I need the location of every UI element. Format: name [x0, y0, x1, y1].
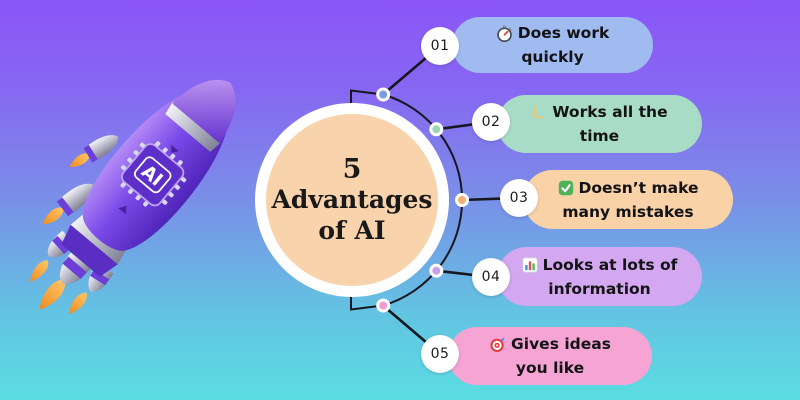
check-icon: [558, 180, 574, 196]
title-line-1: Advantages: [271, 185, 433, 215]
number-badge-1: 01: [421, 27, 459, 65]
number-badge-4: 04: [472, 258, 510, 296]
pill-3-line-1: Doesn’t make: [578, 178, 699, 197]
rocket-marker-bottom: [118, 205, 127, 215]
pill-4-line-1: Looks at lots of: [542, 255, 678, 274]
target-icon: [489, 336, 506, 353]
number-label-5: 05: [430, 346, 450, 362]
number-badge-2: 02: [472, 103, 510, 141]
rocket-side-pod: [42, 183, 94, 225]
pill-1-line-1: Does work: [517, 24, 610, 42]
stopwatch-icon: [496, 24, 513, 42]
bar-chart-icon: [522, 256, 538, 273]
title-line-2: of AI: [318, 215, 386, 245]
rocket-ai-chip: AI: [120, 141, 187, 207]
advantage-pill-2: Works all the time: [497, 95, 702, 153]
title-circle: 5 Advantages of AI: [255, 103, 449, 297]
advantage-pill-5: Gives ideas you like: [448, 327, 652, 385]
pill-5-line-1: Gives ideas: [511, 335, 611, 353]
pill-4-line-2: information: [548, 279, 651, 298]
rocket-flames: [29, 260, 87, 315]
number-label-1: 01: [430, 38, 450, 54]
pill-5-line-2: you like: [515, 359, 585, 377]
advantage-pill-4: Looks at lots of information: [497, 247, 702, 306]
pill-2-line-1: Works all the: [552, 103, 668, 121]
moon-icon: [531, 104, 547, 120]
number-badge-3: 03: [500, 179, 538, 217]
arc-dot-1: [376, 87, 391, 102]
rocket-collar: [165, 101, 221, 152]
arc-dot-3: [455, 193, 469, 207]
rocket-marker-top: [171, 144, 179, 153]
rocket-side-pod: [69, 135, 119, 167]
advantage-pill-1: Does work quickly: [452, 17, 653, 73]
advantage-pill-3: Doesn’t make many mistakes: [523, 170, 733, 229]
arc-dot-5: [376, 298, 391, 313]
pill-2-line-2: time: [579, 127, 620, 145]
rocket-skirt: [61, 224, 118, 277]
pill-1-line-2: quickly: [521, 48, 584, 66]
number-badge-5: 05: [421, 335, 459, 373]
title-count: 5: [342, 153, 362, 185]
number-label-4: 04: [481, 269, 501, 285]
number-label-3: 03: [509, 190, 529, 206]
rocket-nose: [172, 79, 236, 144]
arc-dot-2: [429, 122, 444, 137]
rocket-lower-band: [70, 214, 126, 265]
arc-dot-4: [429, 263, 444, 278]
number-label-2: 02: [481, 114, 501, 130]
pill-3-line-2: many mistakes: [562, 202, 694, 221]
rocket-illustration: AI: [29, 79, 236, 315]
title-circle-inner: 5 Advantages of AI: [266, 114, 438, 286]
